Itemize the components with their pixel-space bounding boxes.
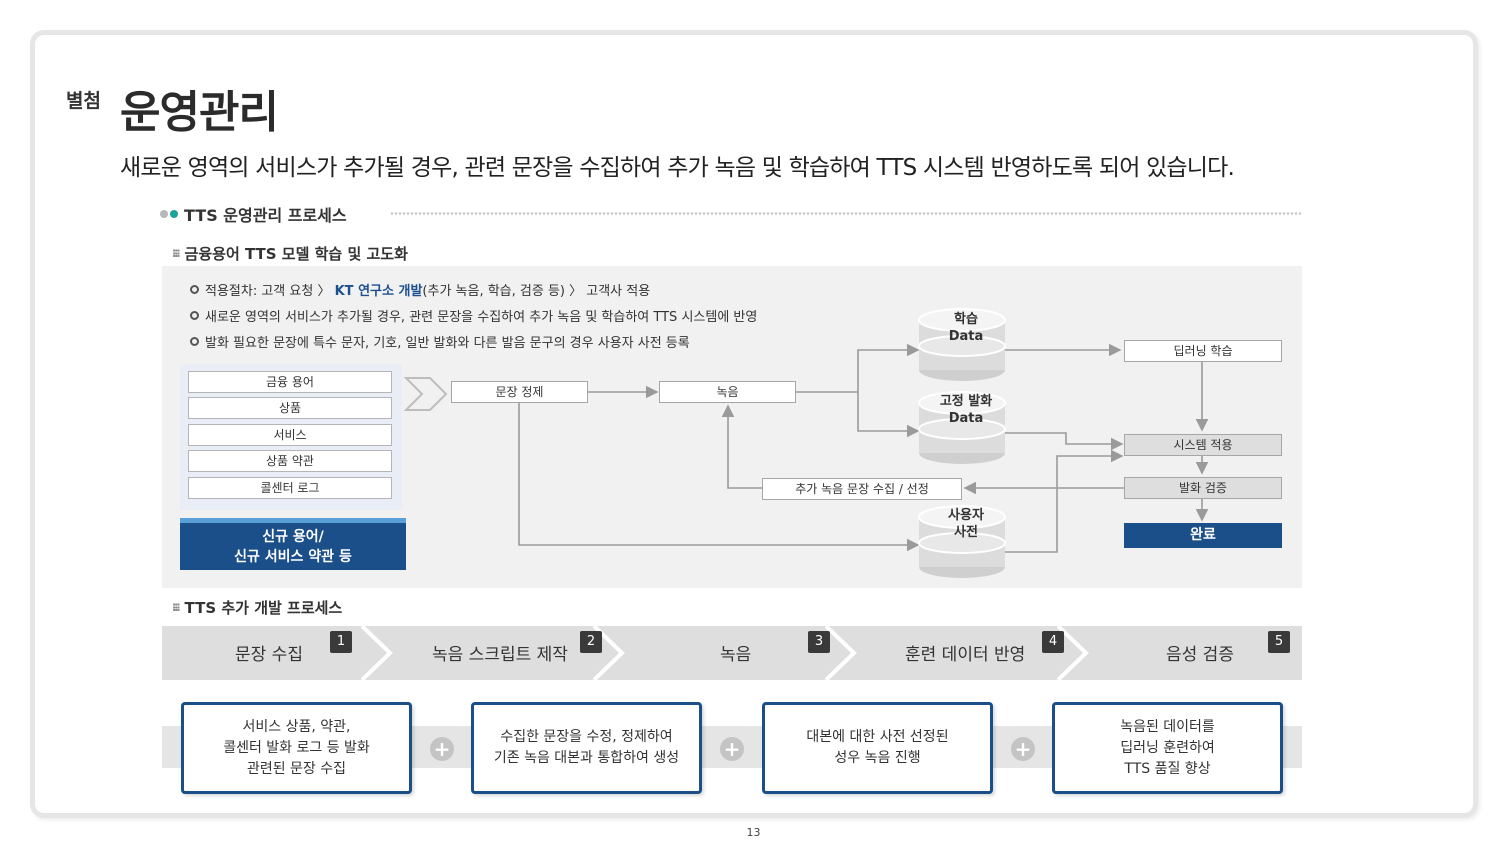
new-box-line1: 신규 용어/: [262, 529, 324, 545]
database-icon: [918, 308, 1006, 381]
cylinder-label: 고정 발화: [939, 394, 993, 409]
category-item: 콜센터 로그: [188, 477, 392, 499]
bullet-new-service: 새로운 영역의 서비스가 추가될 경우, 관련 문장을 수집하여 추가 녹음 및…: [190, 306, 757, 325]
cylinder-label: Data: [948, 329, 984, 344]
section-heading: TTS 운영관리 프로세스: [160, 202, 347, 226]
page-title: 운영관리: [120, 87, 279, 138]
step-number-badge: 1: [330, 631, 352, 653]
database-icon: [918, 505, 1006, 578]
desc-line: 수집한 문장을 수정, 정제하여: [500, 729, 673, 745]
bullet-dot-icon: [160, 210, 168, 218]
cylinder-fixed-data: 고정 발화 Data: [923, 393, 1009, 427]
desc-line: TTS 품질 향상: [1124, 760, 1211, 777]
double-arrow-icon: [403, 377, 448, 411]
category-item: 서비스: [188, 424, 392, 446]
model-section-title: 금융용어 TTS 모델 학습 및 고도화: [184, 245, 408, 263]
cylinder-train-data: 학습 Data: [923, 311, 1009, 345]
step-number-badge: 2: [580, 631, 602, 653]
cylinder-label: 학습: [954, 312, 978, 327]
cylinder-label: 사용자: [948, 508, 984, 523]
node-collect: 추가 녹음 문장 수집 / 선정: [762, 478, 962, 500]
step-number-badge: 5: [1268, 631, 1290, 653]
database-icon: [918, 391, 1006, 464]
step-number-badge: 4: [1042, 631, 1064, 653]
category-item: 상품: [188, 397, 392, 419]
category-item: 상품 약관: [188, 450, 392, 472]
dots-icon: ⁝⁝⁝: [172, 601, 180, 614]
node-record: 녹음: [659, 381, 796, 403]
bullet-text: 새로운 영역의 서비스가 추가될 경우, 관련 문장을 수집하여 추가 녹음 및…: [205, 310, 758, 325]
ring-bullet-icon: [190, 285, 199, 294]
desc-line: 기존 녹음 대본과 통합하여 생성: [493, 750, 680, 766]
node-refine: 문장 정제: [451, 381, 588, 403]
cylinder-user-dict: 사용자 사전: [923, 507, 1009, 541]
step-chevron-bar: [162, 626, 1302, 680]
bullet-text: 발화 필요한 문장에 특수 문자, 기호, 일반 발화와 다른 발음 문구의 경…: [205, 336, 690, 351]
model-subheading: ⁝⁝⁝ 금융용어 TTS 모델 학습 및 고도화: [172, 243, 408, 264]
page-number: 13: [746, 826, 761, 839]
dev-section-title: TTS 추가 개발 프로세스: [184, 599, 343, 617]
dotted-divider: [390, 211, 1302, 216]
cylinder-label: Data: [948, 411, 984, 426]
desc-line: 성우 녹음 진행: [834, 750, 921, 766]
step-label: 녹음 스크립트 제작: [432, 645, 568, 665]
desc-line: 녹음된 데이터를: [1120, 718, 1215, 735]
node-done: 완료: [1124, 523, 1282, 548]
desc-line: 딥러닝 훈련하여: [1120, 739, 1215, 756]
category-list: 금융 용어 상품 서비스 상품 약관 콜센터 로그: [180, 364, 402, 510]
desc-line: 서비스 상품, 약관,: [242, 718, 351, 735]
plus-icon: +: [430, 737, 454, 761]
section-title: TTS 운영관리 프로세스: [184, 206, 347, 225]
bullet-highlight: KT 연구소 개발: [334, 284, 423, 299]
step-number-badge: 3: [808, 631, 830, 653]
bullet-procedure: 적용절차: 고객 요청 〉 KT 연구소 개발(추가 녹음, 학습, 검증 등)…: [190, 280, 650, 299]
bullet-text: 적용절차: 고객 요청 〉: [205, 284, 331, 299]
dev-subheading: ⁝⁝⁝ TTS 추가 개발 프로세스: [172, 597, 342, 618]
page-subtitle: 새로운 영역의 서비스가 추가될 경우, 관련 문장을 수집하여 추가 녹음 및…: [120, 155, 1235, 181]
step-label: 음성 검증: [1166, 645, 1234, 665]
plus-icon: +: [720, 737, 744, 761]
cylinder-label: 사전: [954, 525, 978, 540]
step-label: 훈련 데이터 반영: [905, 645, 1026, 665]
bullet-text-post: (추가 녹음, 학습, 검증 등) 〉 고객사 적용: [422, 284, 651, 299]
step-label: 문장 수집: [235, 645, 303, 665]
desc-line: 대본에 대한 사전 선정된: [806, 729, 949, 745]
bullet-user-dict: 발화 필요한 문장에 특수 문자, 기호, 일반 발화와 다른 발음 문구의 경…: [190, 332, 690, 351]
desc-line: 콜센터 발화 로그 등 발화: [223, 739, 370, 756]
category-item: 금융 용어: [188, 371, 392, 393]
node-verify: 발화 검증: [1124, 477, 1282, 499]
page-frame: [30, 30, 1478, 818]
bullet-dot-accent-icon: [170, 210, 178, 218]
node-system-apply: 시스템 적용: [1124, 434, 1282, 456]
new-terms-box: 신규 용어/ 신규 서비스 약관 등: [180, 518, 406, 570]
dots-icon: ⁝⁝⁝: [172, 247, 180, 260]
appendix-tag: 별첨: [66, 90, 101, 112]
step-label: 녹음: [720, 645, 752, 665]
new-box-line2: 신규 서비스 약관 등: [234, 549, 352, 565]
desc-line: 관련된 문장 수집: [246, 760, 347, 777]
ring-bullet-icon: [190, 311, 199, 320]
node-deep-learning: 딥러닝 학습: [1124, 340, 1282, 362]
ring-bullet-icon: [190, 337, 199, 346]
plus-icon: +: [1011, 737, 1035, 761]
